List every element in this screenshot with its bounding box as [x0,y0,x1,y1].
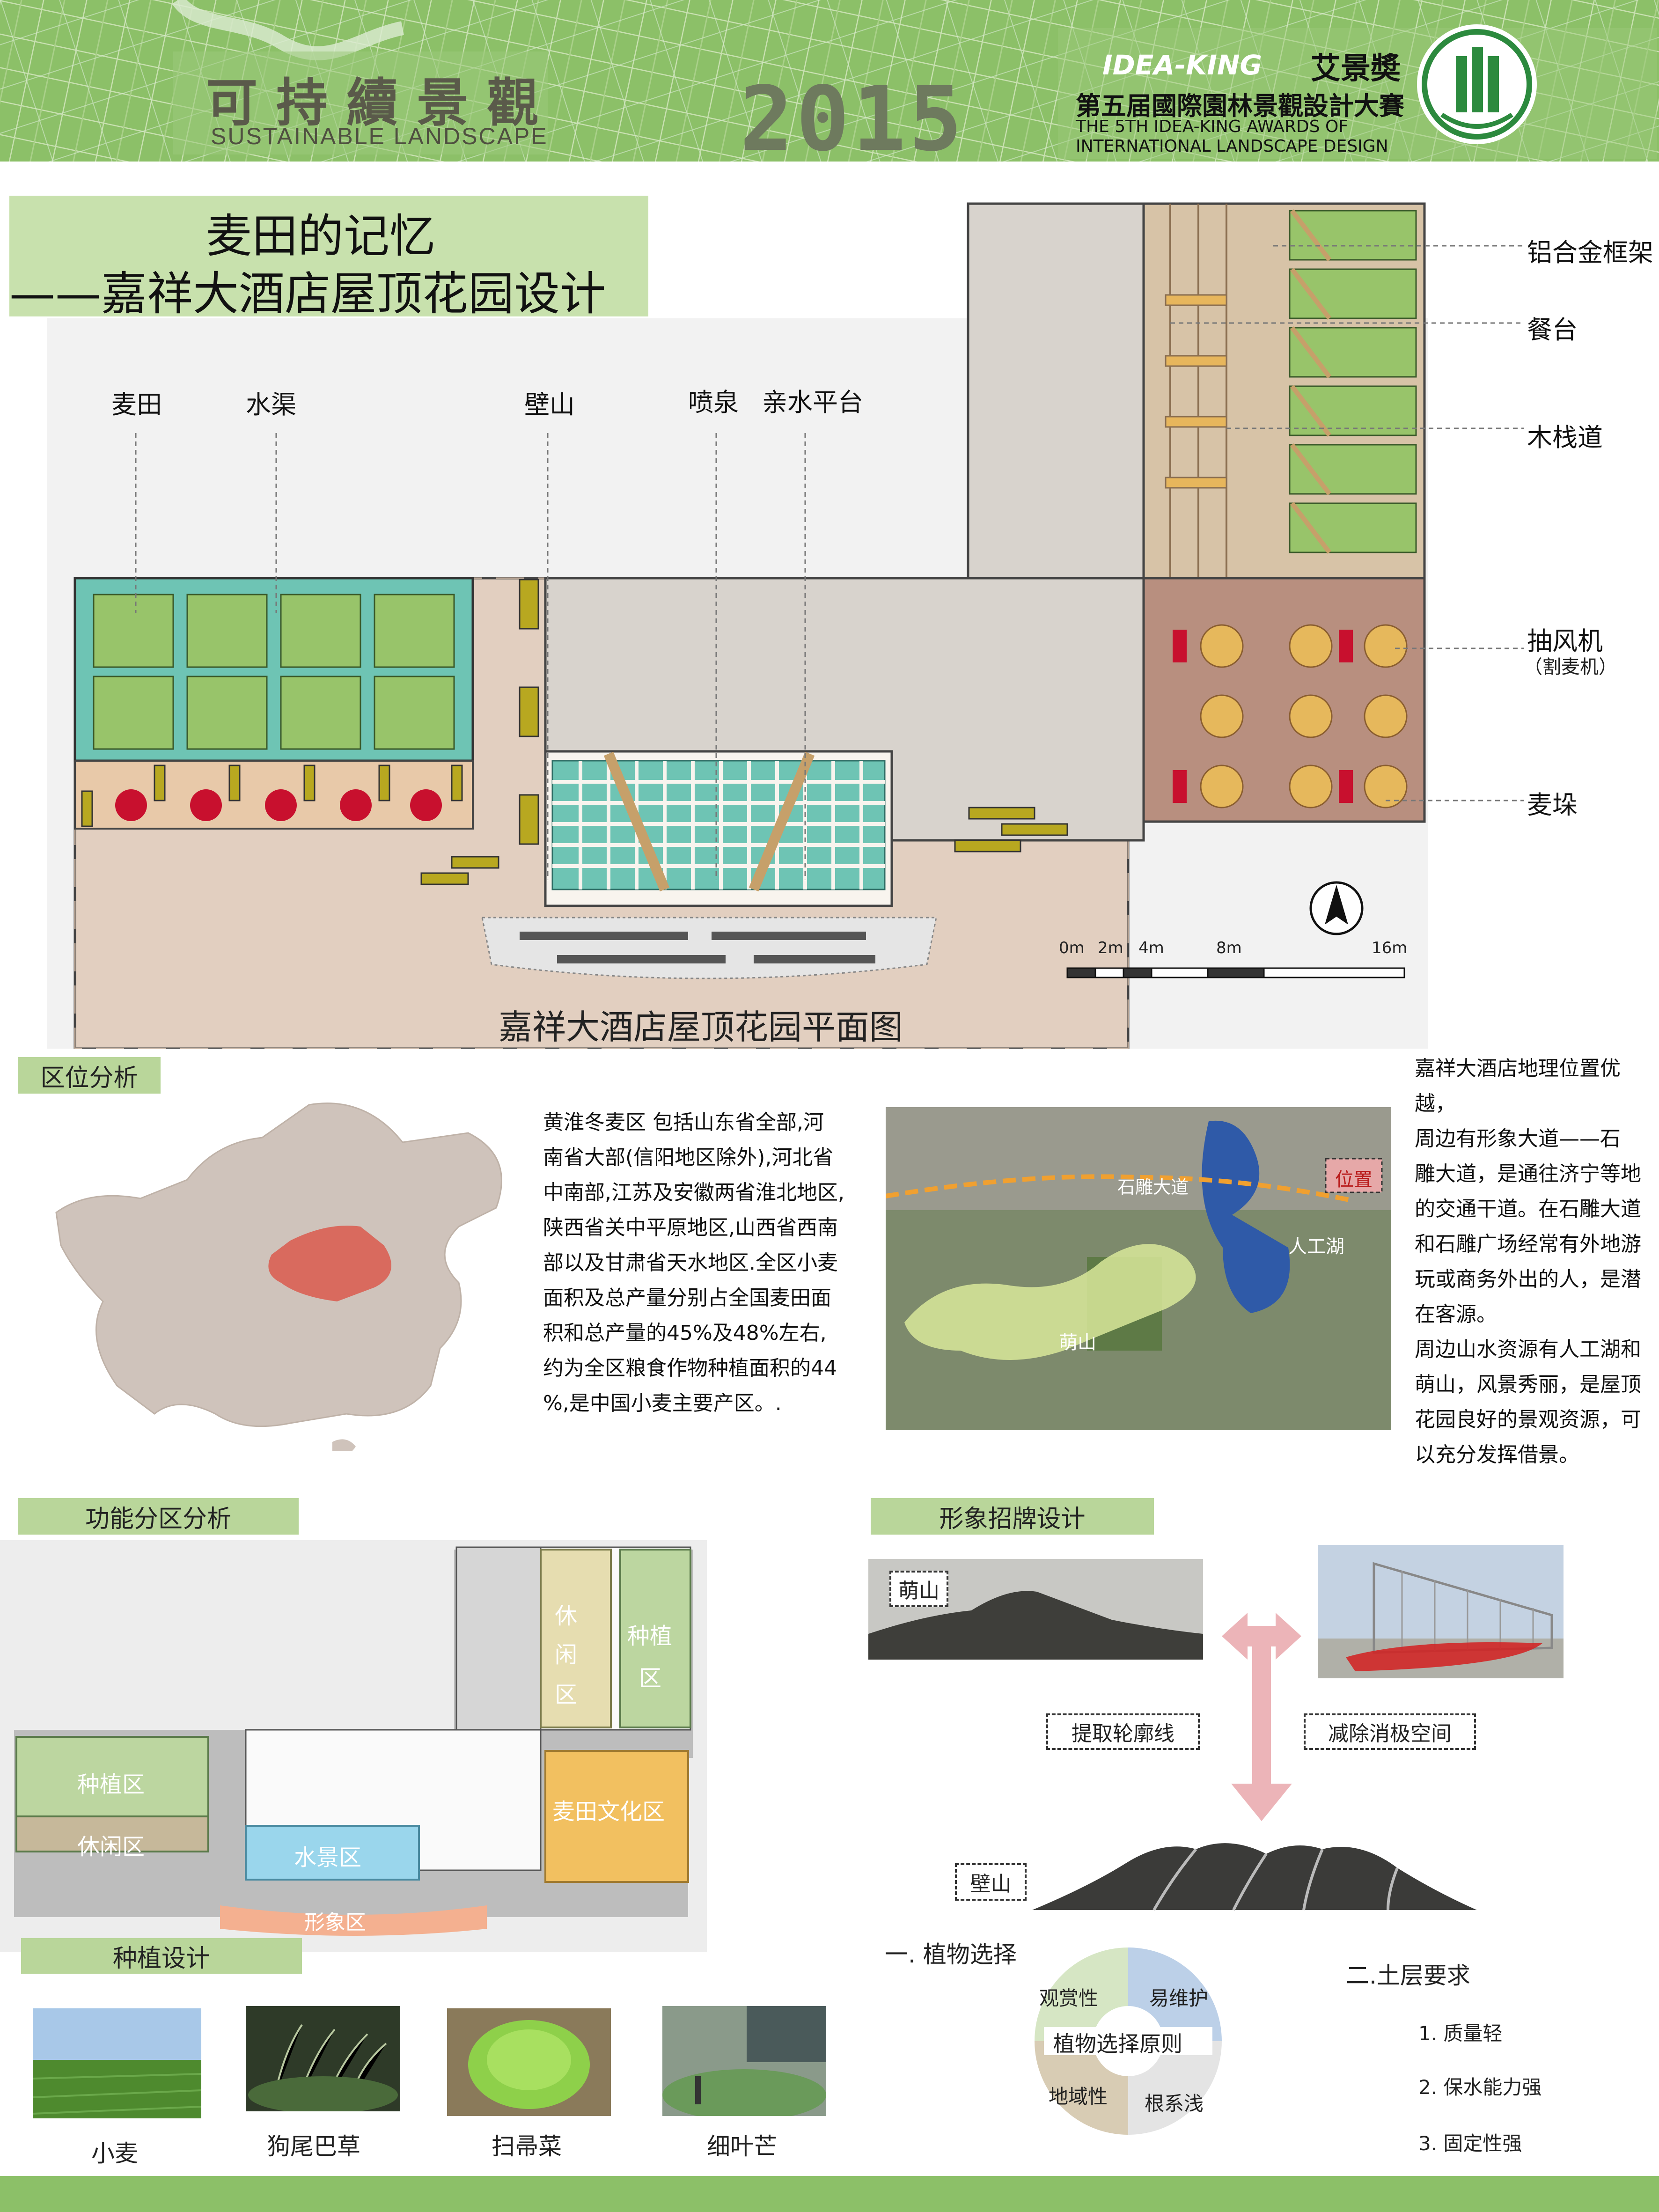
wall-mountain-silhouette [1032,1843,1477,1911]
plant-name-kochia: 扫帚菜 [492,2133,562,2160]
header-title-en: SUSTAINABLE LANDSCAPE [211,123,548,149]
region-description: 黄淮冬麦区 包括山东省全部,河 南省大部(信阳地区除外),河北省 中南部,江苏及… [543,1110,844,1415]
plant-name-maiden-grass: 细叶芒 [707,2133,777,2160]
plant-choice-heading: 一. 植物选择 [885,1941,1017,1968]
zoning-diagram [0,1540,707,1952]
transform-arrows-icon [1222,1613,1301,1821]
china-map [55,1102,502,1451]
zone-image: 形象区 [304,1911,366,1934]
scale-tick-8: 8m [1216,939,1242,957]
site-description: 嘉祥大酒店地理位置优越， 周边有形象大道——石 雕大道，是通往济宁等地 的交通干… [1415,1057,1641,1467]
soil-item-3: 3. 固定性强 [1418,2132,1522,2155]
city-map-pattern [0,0,1659,162]
award-title-en-1: THE 5TH IDEA-KING AWARDS OF [1076,117,1349,136]
map-label-road: 石雕大道 [1117,1177,1189,1198]
header-title-cn: 可持續景觀 [206,73,557,133]
principle-center: 植物选择原则 [1053,2031,1182,2057]
zone-planting-left: 种植区 [77,1771,145,1798]
project-title-panel [9,196,648,316]
map-label-lake: 人工湖 [1288,1236,1344,1257]
header-banner: 可持續景觀 SUSTAINABLE LANDSCAPE 2015 IDEA-KI… [0,0,1659,162]
label-aluminum-frame: 铝合金框架 [1527,238,1653,267]
scale-tick-0: 0m [1059,939,1085,957]
map-label-hill: 萌山 [1059,1332,1096,1353]
zone-leisure-left: 休闲区 [77,1834,145,1860]
scale-tick-2: 2m [1098,939,1123,957]
soil-item-1: 1. 质量轻 [1418,2022,1503,2045]
section-tag-zoning: 功能分区分析 [18,1498,299,1535]
scale-tick-4: 4m [1138,939,1164,957]
plant-photo-wheat [33,2008,201,2118]
label-haystack: 麦垛 [1527,790,1578,820]
step-remove-negative: 减除消极空间 [1304,1713,1476,1750]
label-wall-mountain: 壁山 [524,390,575,419]
scale-tick-16: 16m [1372,939,1408,957]
principle-low-maintenance: 易维护 [1149,1987,1209,2010]
project-title-line1: 麦田的记忆 [206,210,436,263]
zone-leisure-top-1: 休 [555,1603,578,1629]
zone-culture: 麦田文化区 [552,1799,665,1825]
master-plan-drawing [47,202,1524,1049]
label-boardwalk: 木栈道 [1527,423,1603,452]
label-dining-table: 餐台 [1527,315,1578,345]
step-extract-outline: 提取轮廓线 [1046,1713,1200,1750]
section-tag-planting: 种植设计 [21,1938,302,1974]
brand-logo-text: IDEA-KING [1102,49,1262,81]
plant-photo-kochia [447,2008,611,2116]
satellite-map: 石雕大道 位置 人工湖 萌山 [886,1107,1391,1430]
label-wheat-field: 麦田 [111,390,162,419]
principle-ornamental: 观赏性 [1039,1987,1099,2010]
soil-item-2: 2. 保水能力强 [1418,2076,1542,2099]
footer-bar [0,2176,1659,2212]
header-year: 2015 [740,67,965,162]
award-emblem-icon [1417,24,1537,144]
zone-leisure-top-3: 区 [555,1682,578,1708]
award-title-cn: 第五届國際園林景觀設計大賽 [1076,91,1404,121]
section-tag-location: 区位分析 [18,1057,161,1094]
plan-caption: 嘉祥大酒店屋顶花园平面图 [499,1007,903,1047]
wall-mountain-label: 壁山 [955,1863,1027,1901]
soil-heading: 二.土层要求 [1346,1962,1470,1989]
label-water-platform: 亲水平台 [762,388,863,417]
plant-photo-maiden-grass [662,2006,826,2116]
section-tag-signage: 形象招牌设计 [871,1498,1154,1535]
zone-planting-top-1: 种植 [627,1623,673,1649]
award-title-en-2: INTERNATIONAL LANDSCAPE DESIGN [1076,137,1388,156]
hill-label: 萌山 [889,1571,948,1607]
principle-shallow-root: 根系浅 [1145,2092,1204,2115]
plant-name-wheat: 小麦 [91,2140,138,2167]
label-fountain: 喷泉 [688,388,739,417]
plant-principle-donut [1035,1947,1222,2135]
label-exhaust-fan: 抽风机 [1527,626,1603,656]
zone-planting-top-2: 区 [639,1665,662,1691]
brand-cn: 艾景奬 [1311,51,1401,86]
frame-photo [1318,1545,1564,1678]
label-canal: 水渠 [246,390,296,419]
zone-water: 水景区 [294,1845,362,1871]
plant-photo-foxtail [246,2006,400,2111]
map-label-position: 位置 [1335,1169,1373,1191]
project-title-line2: ——嘉祥大酒店屋顶花园设计 [9,267,606,321]
principle-regional: 地域性 [1049,2085,1108,2108]
plant-name-foxtail: 狗尾巴草 [267,2133,360,2160]
label-exhaust-fan-note: （割麦机） [1524,656,1617,678]
zone-leisure-top-2: 闲 [555,1642,578,1668]
